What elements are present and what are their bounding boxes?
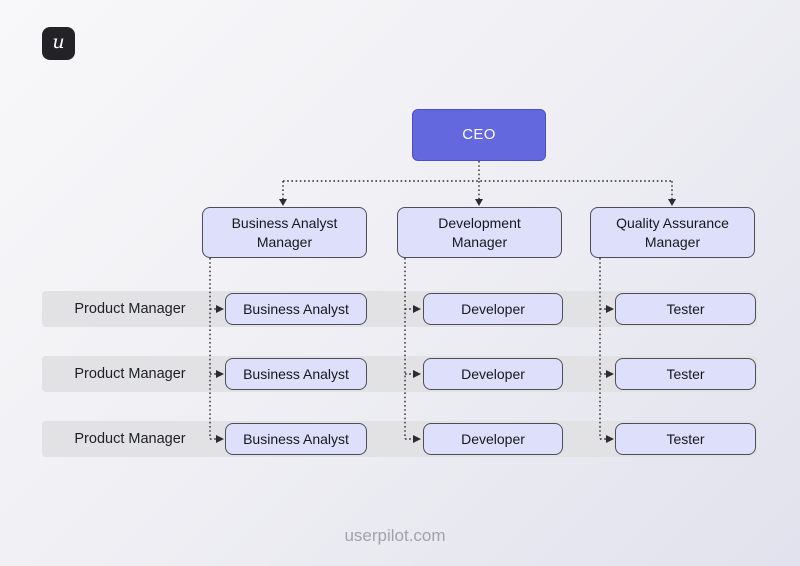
- connector-arrowheads: [216, 199, 676, 443]
- org-node-tester: Tester: [615, 293, 756, 325]
- org-node-developer: Developer: [423, 293, 563, 325]
- org-node-developer: Developer: [423, 358, 563, 390]
- org-node-business-analyst: Business Analyst: [225, 423, 367, 455]
- org-node-developer: Developer: [423, 423, 563, 455]
- footer-watermark: userpilot.com: [344, 526, 446, 545]
- org-node-tester: Tester: [615, 358, 756, 390]
- org-node-business-analyst: Business Analyst: [225, 358, 367, 390]
- row-label-product-manager: Product Manager: [74, 431, 186, 447]
- org-node-ceo: CEO: [412, 109, 546, 161]
- org-node-business-analyst: Business Analyst: [225, 293, 367, 325]
- userpilot-logo-letter: u: [52, 31, 65, 53]
- row-label-product-manager: Product Manager: [74, 301, 186, 317]
- userpilot-logo: u: [42, 27, 75, 60]
- org-node-development-manager: Development Manager: [397, 207, 562, 258]
- org-node-quality-assurance-manager: Quality Assurance Manager: [590, 207, 755, 258]
- row-label-product-manager: Product Manager: [74, 366, 186, 382]
- org-node-business-analyst-manager: Business Analyst Manager: [202, 207, 367, 258]
- org-node-tester: Tester: [615, 423, 756, 455]
